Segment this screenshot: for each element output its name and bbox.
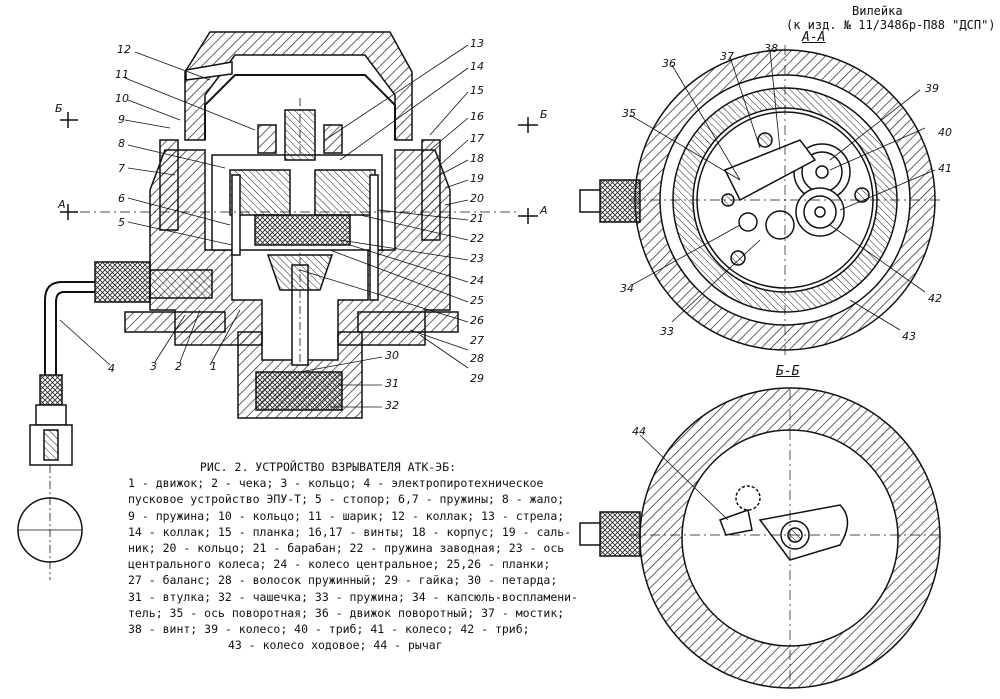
callout-31: 31	[385, 377, 399, 390]
callout-10: 10	[115, 92, 129, 105]
callout-28: 28	[470, 352, 484, 365]
callout-12: 12	[117, 43, 131, 56]
callout-40: 40	[938, 126, 952, 139]
header-ref: (к изд. № 11/3486р-П88 "ДСП")	[786, 18, 996, 32]
fuze-section-view	[17, 31, 538, 580]
cut-mark-b-left: Б	[55, 102, 63, 115]
callout-16: 16	[470, 110, 484, 123]
callout-34: 34	[620, 282, 634, 295]
callout-21: 21	[470, 212, 484, 225]
caption-line: 38 - винт; 39 - колесо; 40 - триб; 41 - …	[128, 622, 530, 637]
callout-15: 15	[470, 84, 484, 97]
cut-mark-b-right: Б	[540, 108, 548, 121]
callout-37: 37	[720, 50, 734, 63]
callout-1: 1	[210, 360, 217, 373]
callout-44: 44	[632, 425, 646, 438]
section-label-bb: Б-Б	[776, 364, 800, 379]
callout-23: 23	[470, 252, 484, 265]
callout-39: 39	[925, 82, 939, 95]
callout-30: 30	[385, 349, 399, 362]
cut-mark-a-left: А	[58, 198, 66, 211]
callout-22: 22	[470, 232, 484, 245]
callout-18: 18	[470, 152, 484, 165]
caption-line: 27 - баланс; 28 - волосок пружинный; 29 …	[128, 573, 558, 588]
caption-line: 9 - пружина; 10 - кольцо; 11 - шарик; 12…	[128, 508, 565, 523]
callout-14: 14	[470, 60, 484, 73]
callout-27: 27	[470, 334, 484, 347]
caption-title: РИС. 2. УСТРОЙСТВО ВЗРЫВАТЕЛЯ АТК-ЭБ:	[199, 460, 457, 474]
callout-35: 35	[622, 107, 636, 120]
callout-6: 6	[118, 192, 125, 205]
callout-24: 24	[470, 274, 484, 287]
callout-41: 41	[938, 162, 952, 175]
callout-42: 42	[928, 292, 942, 305]
callout-8: 8	[118, 137, 125, 150]
caption-line: ник; 20 - кольцо; 21 - барабан; 22 - пру…	[128, 541, 565, 556]
leader-44	[639, 434, 729, 521]
callout-4: 4	[108, 362, 115, 375]
leader-lines-right-top	[629, 49, 936, 331]
header-place: Вилейка	[852, 4, 903, 18]
caption-line: 31 - втулка; 32 - чашечка; 33 - пружина;…	[128, 589, 579, 604]
callout-19: 19	[470, 172, 484, 185]
caption-line: 43 - колесо ходовое; 44 - рычаг	[228, 638, 443, 653]
callout-43: 43	[902, 330, 916, 343]
callout-26: 26	[470, 314, 484, 327]
section-a-a-view	[579, 45, 940, 355]
figure-caption: РИС. 2. УСТРОЙСТВО ВЗРЫВАТЕЛЯ АТК-ЭБ: 1 …	[128, 459, 579, 653]
callout-3: 3	[150, 360, 157, 373]
cut-mark-a-right: А	[540, 204, 548, 217]
callout-33: 33	[660, 325, 674, 338]
callout-25: 25	[470, 294, 484, 307]
section-b-b-view	[579, 387, 941, 690]
callout-11: 11	[115, 68, 129, 81]
callout-9: 9	[118, 113, 125, 126]
callout-29: 29	[470, 372, 484, 385]
caption-line: тель; 35 - ось поворотная; 36 - движок п…	[128, 605, 565, 620]
callout-13: 13	[470, 37, 484, 50]
callout-7: 7	[118, 162, 125, 175]
callout-36: 36	[662, 57, 676, 70]
callout-32: 32	[385, 399, 399, 412]
callout-2: 2	[175, 360, 182, 373]
caption-line: 14 - коллак; 15 - планка; 16,17 - винты;…	[128, 524, 572, 539]
section-label-aa: А-А	[802, 30, 826, 45]
callout-5: 5	[118, 216, 125, 229]
leader-lines-left	[59, 44, 469, 408]
caption-line: пусковое устройство ЭПУ-Т; 5 - стопор; 6…	[128, 492, 565, 507]
caption-line: центрального колеса; 24 - колесо централ…	[128, 557, 551, 572]
callout-20: 20	[470, 192, 484, 205]
caption-line: 1 - движок; 2 - чека; 3 - кольцо; 4 - эл…	[128, 476, 544, 491]
callout-38: 38	[764, 42, 778, 55]
callout-17: 17	[470, 132, 484, 145]
